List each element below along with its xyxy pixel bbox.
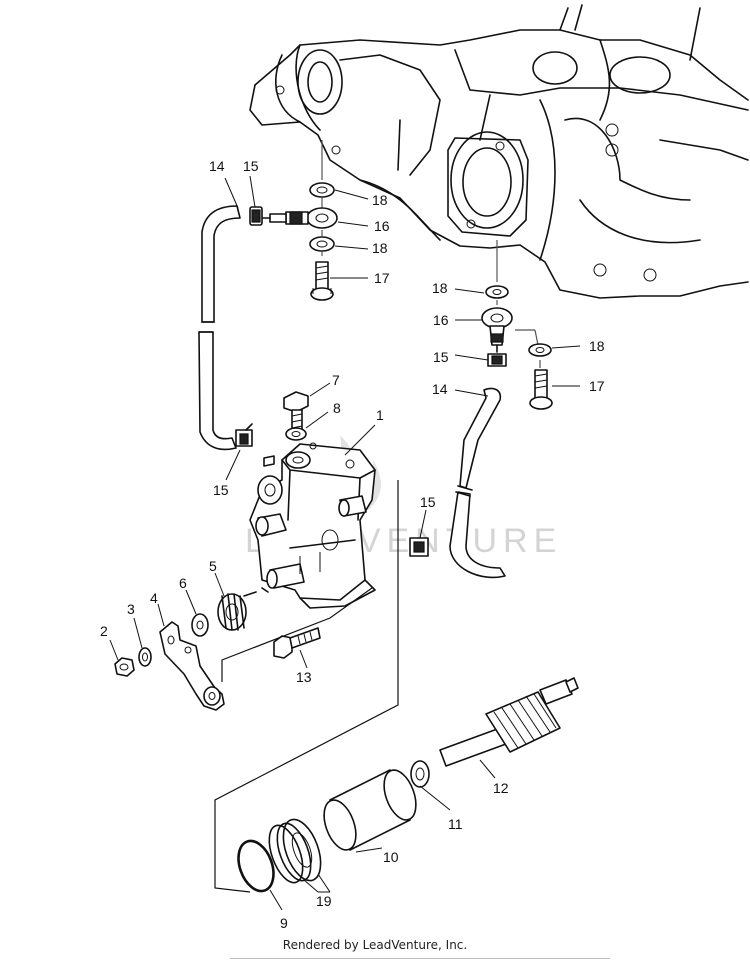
- washer-18-right-a: [485, 285, 509, 299]
- guide-lines: [321, 140, 541, 368]
- washer-18-top-b: [309, 236, 335, 252]
- callout-18-d: 18: [589, 338, 605, 354]
- hose-14-right: [449, 387, 506, 579]
- nut-2: [114, 657, 135, 677]
- callout-18-c: 18: [432, 280, 448, 296]
- callout-16-left: 16: [374, 218, 390, 234]
- washer-3: [138, 647, 152, 667]
- drive-gear-12: [439, 677, 579, 767]
- callout-15-right: 15: [433, 349, 449, 365]
- hose-clamp-15-mid: [409, 537, 429, 557]
- hose-clamp-15-top: [249, 206, 263, 226]
- bolt-7: [283, 391, 309, 433]
- washer-8: [285, 427, 307, 441]
- callout-14-left: 14: [209, 158, 225, 174]
- callout-5: 5: [209, 558, 217, 574]
- footer-credit: Rendered by LeadVenture, Inc.: [282, 938, 468, 952]
- assembly-frame: [214, 480, 399, 893]
- engine-cylinder-block: [249, 4, 749, 299]
- callout-13: 13: [296, 669, 312, 685]
- leader-lines: [109, 175, 581, 911]
- washer-18-top-a: [309, 182, 335, 198]
- callout-12: 12: [493, 780, 509, 796]
- banjo-fitting-16-left: [261, 207, 338, 229]
- callout-14-right: 14: [432, 381, 448, 397]
- callout-labels: 1 2 3 4 5 6 7 8 9 10 11 12 13 14 14 15 1…: [100, 158, 605, 931]
- banjo-bolt-17-left: [310, 261, 334, 301]
- callout-15-mid: 15: [420, 494, 436, 510]
- callout-17-right: 17: [589, 378, 605, 394]
- callout-1: 1: [376, 407, 384, 423]
- hose-clamp-15-right: [487, 353, 507, 367]
- hose-14-left: [198, 205, 241, 451]
- hose-clamp-15-left: [235, 423, 253, 447]
- callout-17-left: 17: [374, 270, 390, 286]
- callout-15-top: 15: [243, 158, 259, 174]
- callout-7: 7: [332, 372, 340, 388]
- o-ring-9: [237, 839, 275, 893]
- callout-19: 19: [316, 893, 332, 909]
- callout-16-right: 16: [433, 312, 449, 328]
- spring-5: [217, 587, 269, 631]
- oil-pump-body: [249, 442, 376, 609]
- lever-4: [159, 621, 225, 711]
- washer-11: [410, 760, 430, 788]
- banjo-bolt-17-right: [529, 369, 553, 410]
- washer-6: [191, 613, 209, 637]
- callout-11: 11: [448, 816, 463, 832]
- callout-10: 10: [383, 849, 399, 865]
- banjo-fitting-16-right: [481, 307, 513, 353]
- callout-18-a: 18: [372, 192, 388, 208]
- footer-divider: [230, 958, 610, 959]
- callout-8: 8: [333, 400, 341, 416]
- bolt-13: [273, 627, 321, 659]
- callout-2: 2: [100, 623, 108, 639]
- callout-3: 3: [127, 601, 135, 617]
- washer-18-right-b: [528, 343, 552, 357]
- callout-15-left: 15: [213, 482, 229, 498]
- callout-4: 4: [150, 590, 158, 606]
- sleeve-10: [323, 769, 417, 851]
- callout-9: 9: [280, 915, 288, 931]
- spring-19: [268, 818, 322, 884]
- callout-6: 6: [179, 575, 187, 591]
- callout-18-b: 18: [372, 240, 388, 256]
